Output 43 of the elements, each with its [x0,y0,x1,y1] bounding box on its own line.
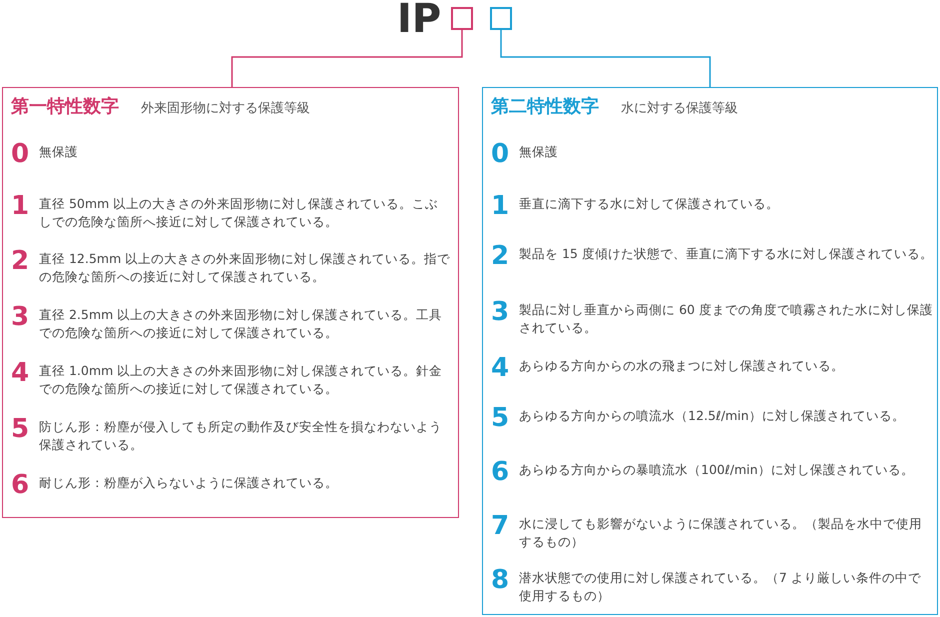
level-description: 防じん形：粉塵が侵入しても所定の動作及び安全性を損なわないよう保護されている。 [39,418,443,454]
level-description: 直径 2.5mm 以上の大きさの外来固形物に対し保護されている。工具での危険な箇所への接近に対して保護されている。 [39,306,444,342]
level-description: 直径 1.0mm 以上の大きさの外来固形物に対し保護されている。針金での危険な箇所への接近に対して保護されている。 [39,362,444,398]
level-description: あらゆる方向からの暴噴流水（100ℓ/min）に対し保護されている。 [519,461,915,479]
level-description: 無保護 [519,143,559,161]
category-panel [2,87,459,518]
panel-heading: 第一特性数字 [11,95,119,118]
level-number: 0 [11,139,30,169]
level-number: 6 [11,470,30,500]
level-description: 潜水状態での使用に対し保護されている。（7 より厳しい条件の中で使用するもの） [519,569,922,605]
level-number: 1 [491,191,510,221]
level-number: 4 [11,358,30,388]
level-description: 製品を 15 度傾けた状態で、垂直に滴下する水に対し保護されている。 [519,245,933,263]
panel-subheading: 水に対する保護等級 [621,100,738,117]
level-description: あらゆる方向からの水の飛まつに対し保護されている。 [519,357,845,375]
digit-box [490,7,512,30]
connector-line [500,30,711,87]
level-number: 1 [11,191,30,221]
level-number: 2 [11,246,30,276]
level-number: 3 [11,302,30,332]
level-number: 8 [491,565,510,595]
level-number: 2 [491,241,510,271]
level-description: あらゆる方向からの噴流水（12.5ℓ/min）に対し保護されている。 [519,407,906,425]
level-description: 水に浸しても影響がないように保護されている。（製品を水中で使用するもの） [519,515,923,551]
connector-line [231,30,463,87]
digit-box [451,7,473,30]
panel-heading: 第二特性数字 [491,95,599,118]
category-panel [482,87,938,615]
level-description: 直径 12.5mm 以上の大きさの外来固形物に対し保護されている。指での危険な箇所への接近に対して保護されている。 [39,250,451,286]
level-description: 直径 50mm 以上の大きさの外来固形物に対し保護されている。こぶしでの危険な箇所へ接近に対して保護されている。 [39,195,440,231]
panel-subheading: 外来固形物に対する保護等級 [141,100,310,117]
level-description: 耐じん形：粉塵が入らないように保護されている。 [39,474,339,492]
level-number: 4 [491,353,510,383]
level-description: 無保護 [39,143,79,161]
level-number: 5 [11,414,30,444]
level-description: 垂直に滴下する水に対して保護されている。 [519,195,780,213]
level-number: 6 [491,457,510,487]
level-number: 7 [491,511,510,541]
level-number: 5 [491,403,510,433]
level-description: 製品に対し垂直から両側に 60 度までの角度で噴霧された水に対し保護されている。 [519,301,933,337]
level-number: 3 [491,297,510,327]
code-prefix: IP [397,0,442,42]
level-number: 0 [491,139,510,169]
